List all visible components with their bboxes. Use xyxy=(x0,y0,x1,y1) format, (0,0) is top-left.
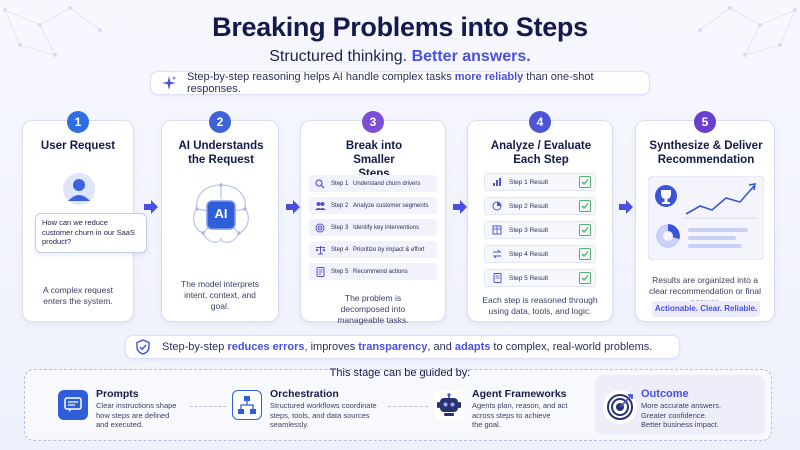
arrow-right-icon xyxy=(453,200,467,214)
bar-chart-icon xyxy=(489,177,505,187)
arrow-right-icon xyxy=(286,200,300,214)
subtitle-accent: Better answers. xyxy=(411,48,531,65)
sparkle-icon xyxy=(161,75,179,91)
pie-chart-icon xyxy=(489,201,505,211)
list-item: Step 3 Result xyxy=(484,221,596,239)
target-icon xyxy=(312,223,328,233)
guide-title: Prompts xyxy=(96,388,139,400)
subtitle-lead: Structured thinking. xyxy=(269,48,408,65)
connector-line xyxy=(388,406,428,407)
arrow-right-icon xyxy=(619,200,633,214)
message-icon xyxy=(58,390,88,420)
list-item: Step 5 Result xyxy=(484,269,596,287)
page-subtitle: Structured thinking. Better answers. xyxy=(0,48,800,66)
dashboard-illustration-icon xyxy=(648,176,764,260)
step-badge: 4 xyxy=(529,111,551,133)
target-icon xyxy=(603,390,637,424)
guide-title: Agent Frameworks xyxy=(472,388,567,400)
outcome-tag: Actionable. Clear. Reliable. xyxy=(652,301,760,317)
step-badge: 2 xyxy=(209,111,231,133)
step-title: AI Understands the Request xyxy=(178,140,264,166)
step-title: Analyze / Evaluate Each Step xyxy=(490,140,592,166)
users-icon xyxy=(312,201,328,211)
step-badge: 5 xyxy=(694,111,716,133)
user-avatar-icon xyxy=(63,173,95,205)
network-decoration-icon xyxy=(3,6,102,57)
check-icon xyxy=(579,272,591,284)
arrow-right-icon xyxy=(144,200,158,214)
brain-circuit-icon xyxy=(193,183,249,243)
scale-icon xyxy=(312,245,328,255)
benefits-text: Step-by-step reduces errors, improves tr… xyxy=(162,341,653,353)
step-description: The model interprets intent, context, an… xyxy=(181,279,259,311)
step-badge: 3 xyxy=(362,111,384,133)
guide-title: Orchestration xyxy=(270,388,339,400)
document-icon xyxy=(312,266,328,277)
step-card-4: 4 Analyze / Evaluate Each Step Step 1 Re… xyxy=(467,111,613,322)
step-description: The problem is decomposed into manageabl… xyxy=(337,293,409,325)
check-icon xyxy=(579,224,591,236)
check-icon xyxy=(579,176,591,188)
list-item: Step 2 Result xyxy=(484,197,596,215)
shield-check-icon xyxy=(136,339,154,355)
network-decoration-icon xyxy=(698,6,797,57)
table-icon xyxy=(489,225,505,235)
robot-icon xyxy=(434,390,464,420)
step-badge: 1 xyxy=(67,111,89,133)
step-card-2: 2 AI Understands the Request AI The mode… xyxy=(161,111,279,322)
guidance-heading: This stage can be guided by: xyxy=(329,367,471,379)
check-icon xyxy=(579,200,591,212)
list-item: Step 4 Result xyxy=(484,245,596,263)
page-title: Breaking Problems into Steps xyxy=(212,12,588,42)
guide-item-outcome: Outcome More accurate answers.Greater co… xyxy=(603,388,763,434)
guide-item-orchestration: Orchestration Structured workflows coord… xyxy=(232,388,392,434)
guide-item-agent-frameworks: Agent Frameworks Agents plan, reason, an… xyxy=(434,388,584,434)
list-item: Step 1 Result xyxy=(484,173,596,191)
search-icon xyxy=(312,178,328,189)
step-description: Each step is reasoned through using data… xyxy=(482,295,598,316)
benefits-banner: Step-by-step reduces errors, improves tr… xyxy=(125,335,680,359)
swap-icon xyxy=(489,249,505,259)
reasoning-banner: Step-by-step reasoning helps AI handle c… xyxy=(150,71,650,95)
step-title: Synthesize & Deliver Recommendation xyxy=(649,140,763,166)
ai-chip-label: AI xyxy=(214,206,228,221)
step-description: A complex request enters the system. xyxy=(43,285,113,306)
check-icon xyxy=(579,248,591,260)
guide-description: More accurate answers.Greater confidence… xyxy=(641,401,722,429)
step-title: User Request xyxy=(40,140,116,152)
connector-line xyxy=(190,406,226,407)
document-icon xyxy=(489,273,505,283)
step-card-1: 1 User Request How can we reduce custome… xyxy=(22,111,147,322)
guide-title: Outcome xyxy=(641,388,689,400)
workflow-icon xyxy=(232,390,262,420)
request-bubble: How can we reduce customer churn in our … xyxy=(35,213,147,253)
step-card-5: 5 Synthesize & Deliver Recommendation Re… xyxy=(635,111,775,322)
banner-text: Step-by-step reasoning helps AI handle c… xyxy=(186,71,594,95)
